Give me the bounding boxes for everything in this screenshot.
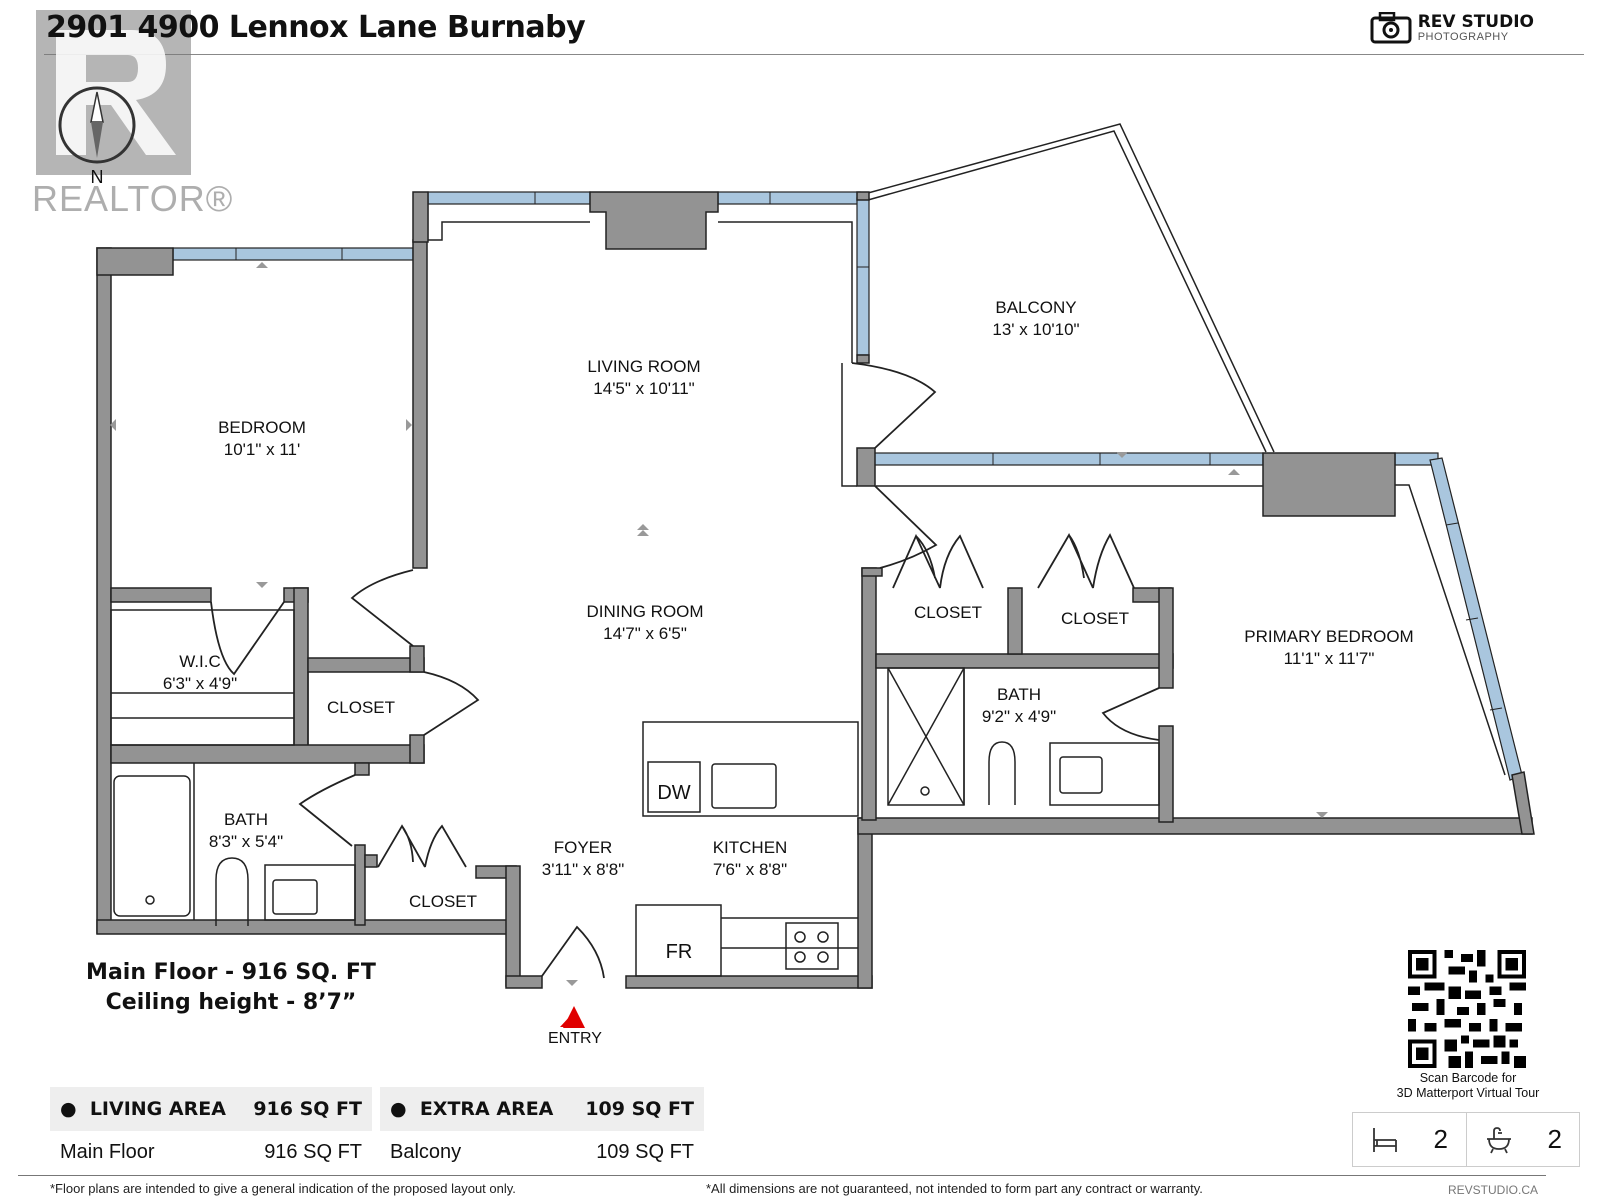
toilet-icon bbox=[215, 857, 249, 926]
extra-area-label: EXTRA AREA bbox=[419, 1098, 554, 1120]
room-name: BATH bbox=[224, 810, 268, 829]
bathtub-icon bbox=[113, 775, 191, 917]
living-area-total: 916 SQ FT bbox=[253, 1098, 362, 1120]
bathroom-count: 2 bbox=[1465, 1113, 1580, 1166]
entry-arrow-icon bbox=[563, 1006, 585, 1028]
shower-head-icon bbox=[920, 786, 930, 796]
room-name: LIVING ROOM bbox=[587, 357, 700, 376]
room-dims: 10'1" x 11' bbox=[224, 440, 300, 459]
ceiling-height-text: Ceiling height - 8’7” bbox=[105, 990, 357, 1015]
room-dims: 14'7" x 6'5" bbox=[603, 624, 687, 643]
bathroom-count-value: 2 bbox=[1547, 1124, 1562, 1154]
qr-caption-line1: Scan Barcode for bbox=[1419, 1071, 1517, 1085]
room-counts: 2 2 bbox=[1352, 1112, 1580, 1167]
doors bbox=[210, 362, 1160, 979]
bullet-icon: ● bbox=[60, 1098, 77, 1120]
tub-faucet-icon bbox=[145, 895, 155, 905]
sink-icon bbox=[1059, 756, 1103, 794]
room-name: FOYER bbox=[554, 838, 613, 857]
dishwasher-label: DW bbox=[657, 782, 690, 804]
footer-website-link[interactable]: REVSTUDIO.CA bbox=[1447, 1183, 1538, 1197]
qr-code[interactable] bbox=[1408, 950, 1526, 1068]
bedroom-count-value: 2 bbox=[1433, 1124, 1448, 1154]
room-name: CLOSET bbox=[914, 603, 982, 622]
qr-caption-line2: 3D Matterport Virtual Tour bbox=[1396, 1086, 1540, 1100]
entry-label: ENTRY bbox=[548, 1030, 602, 1047]
room-name: BATH bbox=[997, 685, 1041, 704]
fixtures bbox=[113, 741, 1103, 970]
compass-icon: N bbox=[58, 86, 136, 187]
kitchen-sink-icon bbox=[711, 763, 777, 809]
stove-icon bbox=[785, 922, 839, 970]
room-name: PRIMARY BEDROOM bbox=[1244, 627, 1413, 646]
extra-area-header: ● EXTRA AREA 109 SQ FT bbox=[380, 1087, 704, 1131]
footer-divider bbox=[18, 1175, 1546, 1176]
dimension-markers bbox=[110, 262, 1328, 986]
sink-icon bbox=[272, 879, 318, 915]
room-dims: 14'5" x 10'11" bbox=[593, 379, 694, 398]
toilet-icon bbox=[988, 741, 1016, 805]
living-area-label: LIVING AREA bbox=[89, 1098, 226, 1120]
brand-name: REV STUDIO bbox=[1417, 11, 1534, 32]
bullet-icon: ● bbox=[390, 1098, 407, 1120]
room-dims: 11'1" x 11'7" bbox=[1284, 649, 1375, 668]
room-name: CLOSET bbox=[327, 698, 395, 717]
room-name: BEDROOM bbox=[218, 418, 306, 437]
room-name: CLOSET bbox=[409, 892, 477, 911]
room-dims: 8'3" x 5'4" bbox=[209, 832, 283, 851]
room-dims: 3'11" x 8'8" bbox=[542, 860, 625, 879]
area-row-value: 109 SQ FT bbox=[596, 1140, 694, 1163]
extra-area-total: 109 SQ FT bbox=[585, 1098, 694, 1120]
room-name: W.I.C bbox=[179, 652, 221, 671]
room-dims: 6'3" x 4'9" bbox=[163, 674, 237, 693]
dishwasher-icon bbox=[647, 761, 701, 813]
interior-lines bbox=[110, 221, 1506, 977]
walls bbox=[96, 191, 1535, 989]
footer-disclaimer-center: *All dimensions are not guaranteed, not … bbox=[706, 1181, 1203, 1196]
area-row-name: Balcony bbox=[390, 1140, 462, 1163]
windows bbox=[172, 191, 1523, 781]
room-name: CLOSET bbox=[1061, 609, 1129, 628]
balcony-outline bbox=[867, 123, 1275, 453]
floor-area-text: Main Floor - 916 SQ. FT bbox=[86, 960, 376, 985]
compass-north-label: N bbox=[91, 167, 104, 187]
qr-caption: Scan Barcode for 3D Matterport Virtual T… bbox=[1380, 1071, 1556, 1101]
page-title: 2901 4900 Lennox Lane Burnaby bbox=[46, 10, 586, 45]
fridge-label: FR bbox=[666, 941, 693, 963]
header-divider bbox=[44, 54, 1584, 55]
area-row-value: 916 SQ FT bbox=[264, 1140, 362, 1163]
bed-icon bbox=[1372, 1127, 1397, 1152]
room-name: BALCONY bbox=[995, 298, 1076, 317]
room-labels: BEDROOM 10'1" x 11' LIVING ROOM 14'5" x … bbox=[163, 298, 1414, 963]
bathtub-icon bbox=[1486, 1126, 1511, 1153]
living-area-row: Main Floor 916 SQ FT bbox=[50, 1137, 372, 1167]
area-row-name: Main Floor bbox=[60, 1140, 155, 1163]
extra-area-row: Balcony 109 SQ FT bbox=[380, 1137, 704, 1167]
room-dims: 9'2" x 4'9" bbox=[982, 707, 1056, 726]
footer-disclaimer-left: *Floor plans are intended to give a gene… bbox=[50, 1181, 516, 1196]
camera-icon bbox=[1370, 12, 1412, 44]
floor-info: Main Floor - 916 SQ. FT Ceiling height -… bbox=[86, 958, 376, 1018]
window-mullions bbox=[235, 192, 1503, 711]
living-area-header: ● LIVING AREA 916 SQ FT bbox=[50, 1087, 372, 1131]
bedroom-count: 2 bbox=[1353, 1113, 1466, 1166]
brand-logo: REV STUDIO PHOTOGRAPHY bbox=[1370, 12, 1534, 44]
room-name: KITCHEN bbox=[713, 838, 788, 857]
room-dims: 13' x 10'10" bbox=[992, 320, 1079, 339]
room-dims: 7'6" x 8'8" bbox=[713, 860, 787, 879]
realtor-text: REALTOR® bbox=[32, 178, 234, 219]
room-name: DINING ROOM bbox=[586, 602, 703, 621]
brand-subtitle: PHOTOGRAPHY bbox=[1417, 30, 1509, 43]
